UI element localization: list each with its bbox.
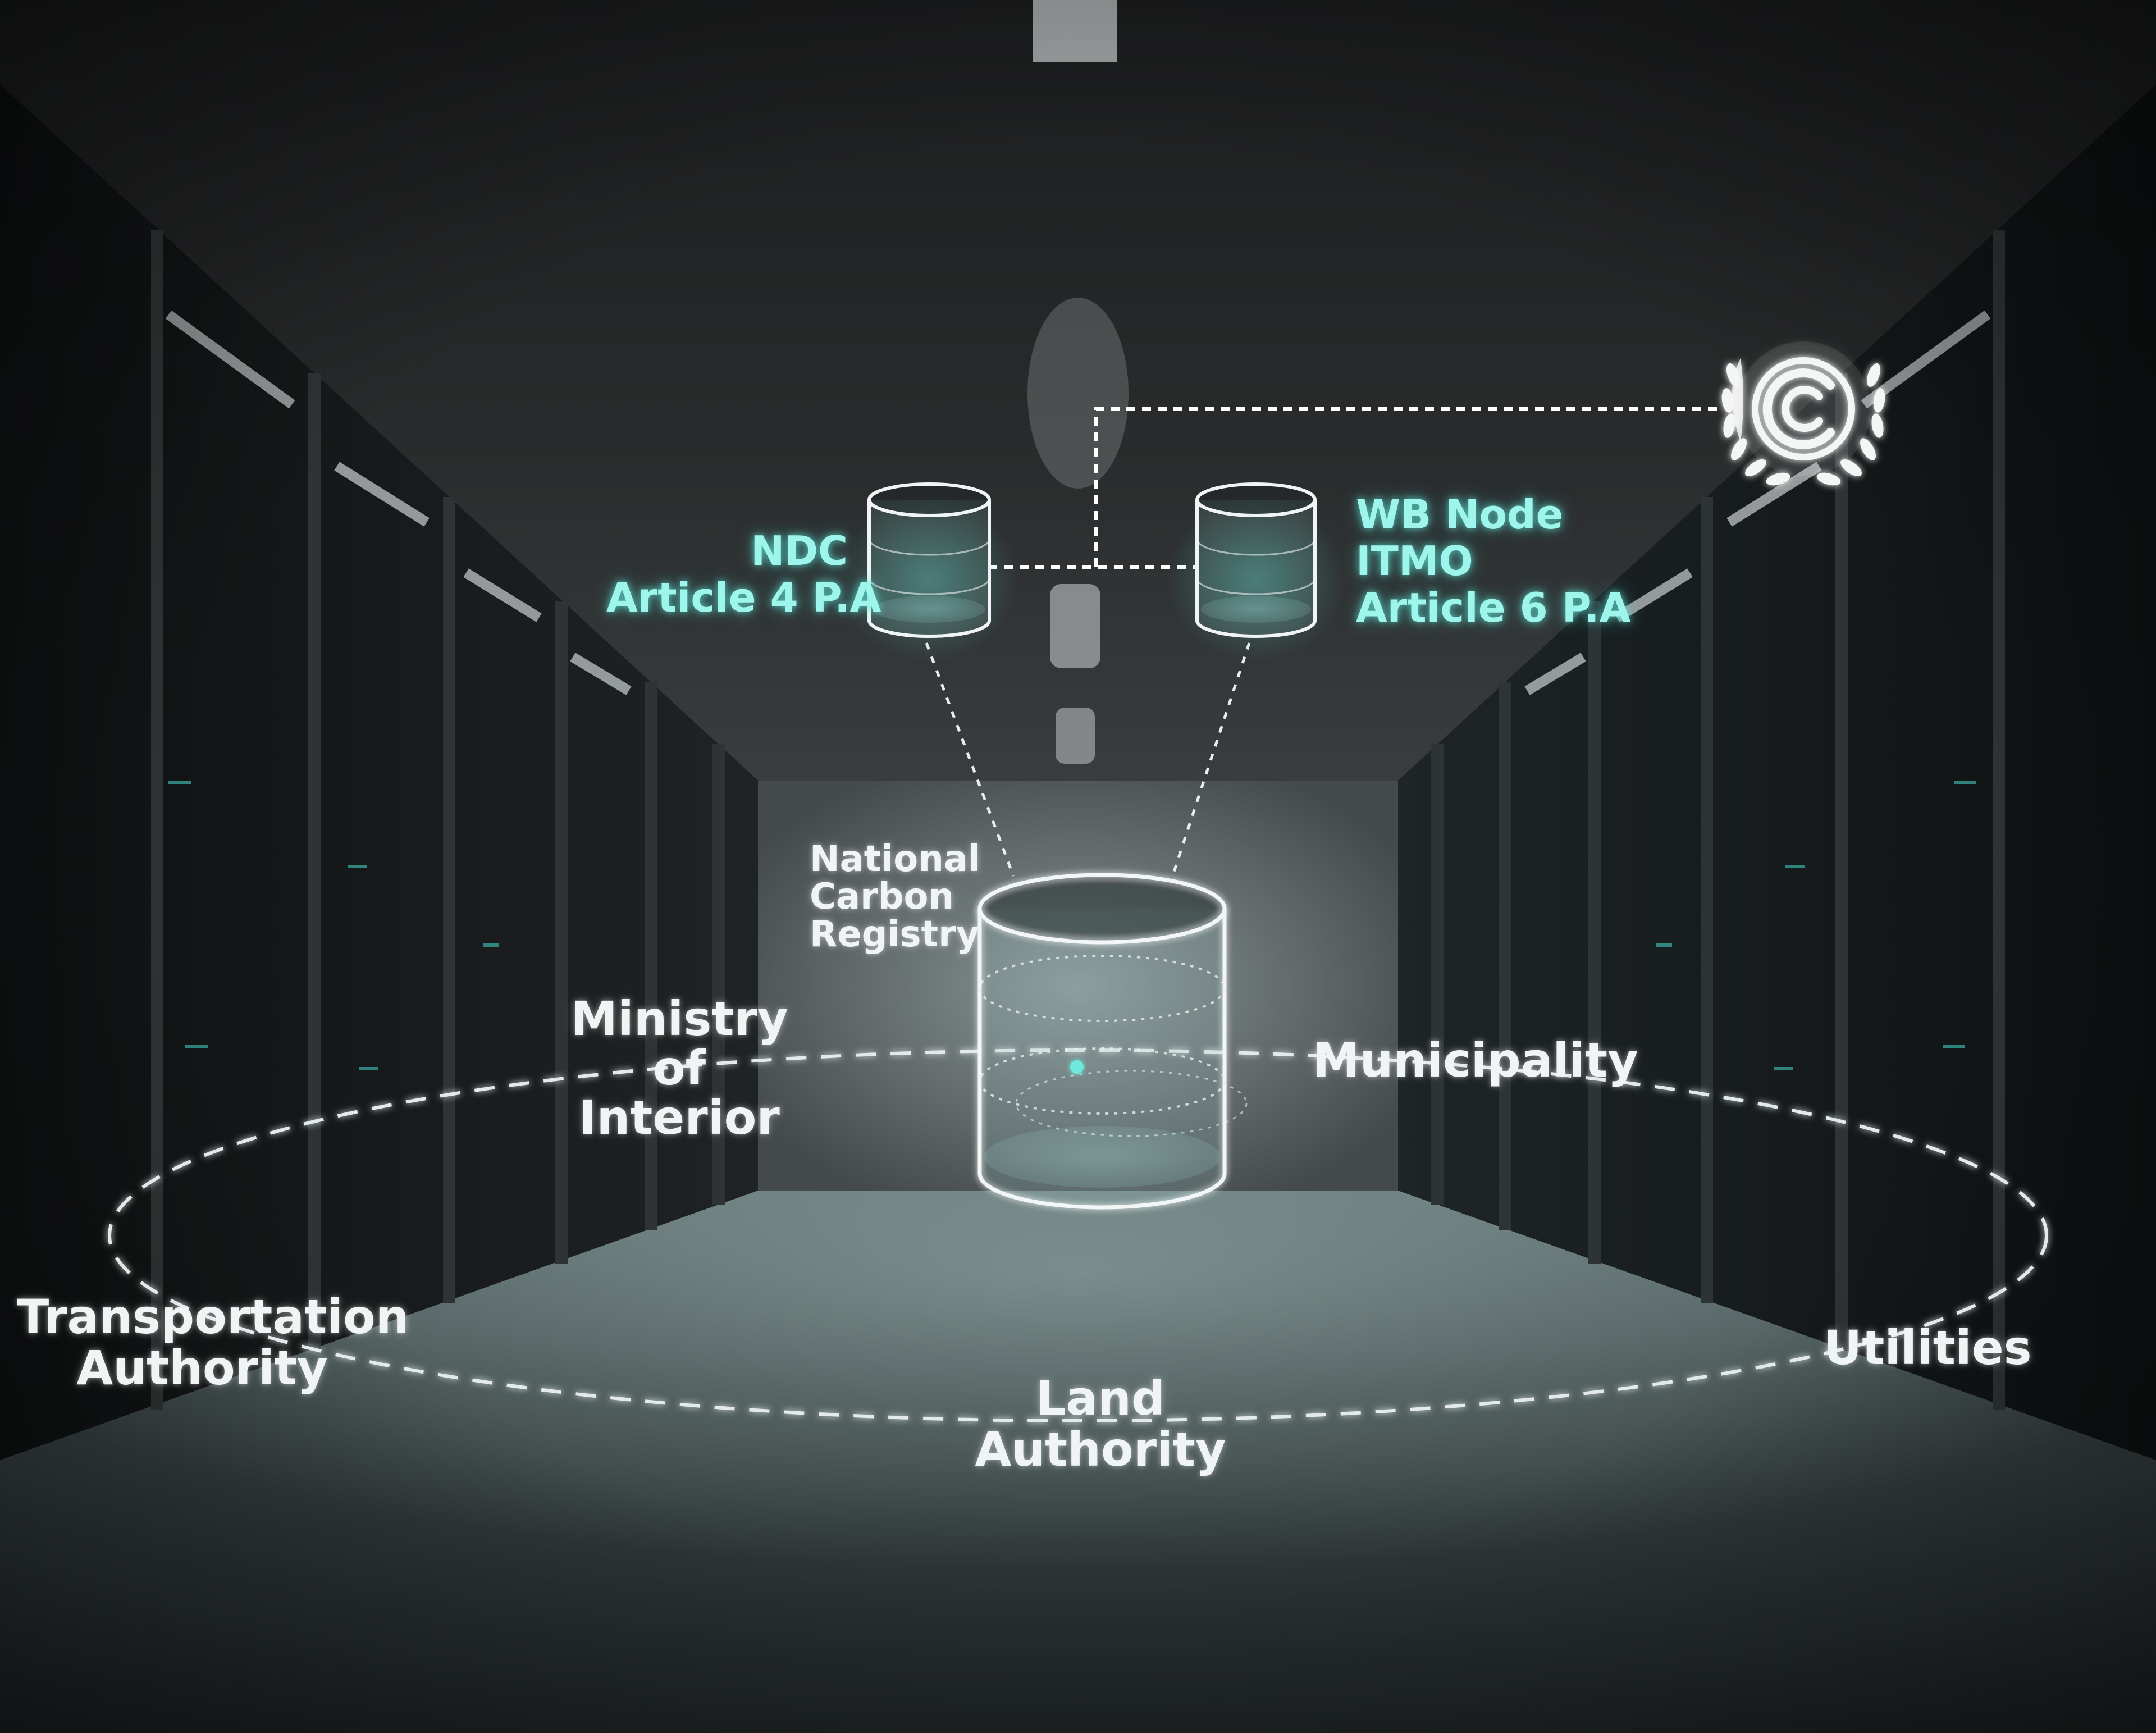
utilities-label: Utilities — [1824, 1321, 2032, 1375]
ndc-label: NDC Article 4 P.A — [606, 527, 881, 621]
unfccc-connector — [1094, 407, 1718, 567]
ndc-projection-line — [925, 642, 1015, 877]
wb-node-database-icon — [1166, 482, 1346, 663]
wb-projection-line — [1172, 642, 1251, 874]
utilities-label-line1: Utilities — [1824, 1320, 2032, 1375]
unfccc-emblem-icon — [1721, 341, 1885, 486]
ministry-label-line1: Ministry — [570, 991, 788, 1046]
ndc-label-line1: NDC — [751, 527, 848, 574]
transportation-label-line1: Transportation — [17, 1289, 409, 1344]
national-carbon-registry-database-icon — [977, 873, 1248, 1210]
municipality-label: Municipality — [1313, 1033, 1638, 1088]
wb-node-label-line1: WB Node — [1356, 491, 1564, 538]
national-carbon-registry-label: National Carbon Registry — [810, 838, 980, 956]
registry-label-line2: Carbon — [810, 876, 954, 918]
ministry-of-interior-label: Ministry of Interior — [561, 994, 797, 1143]
ndc-database-icon — [839, 482, 1019, 663]
wb-node-label-line3: Article 6 P.A — [1356, 583, 1631, 631]
land-label-line2: Authority — [975, 1421, 1226, 1477]
land-authority-label: Land Authority — [954, 1373, 1246, 1475]
ministry-label-line2: of — [652, 1041, 706, 1096]
land-label-line1: Land — [1035, 1371, 1166, 1426]
transportation-authority-label: Transportation Authority — [17, 1289, 409, 1395]
registry-center-dot — [1070, 1060, 1084, 1074]
ndc-label-line2: Article 4 P.A — [606, 573, 881, 621]
wb-node-label: WB Node ITMO Article 6 P.A — [1356, 491, 1630, 631]
ministry-label-line3: Interior — [579, 1090, 780, 1146]
wb-node-label-line2: ITMO — [1356, 537, 1473, 585]
registry-label-line1: National — [810, 838, 980, 880]
municipality-label-line1: Municipality — [1313, 1033, 1638, 1088]
transportation-label-line2: Authority — [76, 1340, 328, 1395]
registry-label-line3: Registry — [810, 914, 980, 956]
